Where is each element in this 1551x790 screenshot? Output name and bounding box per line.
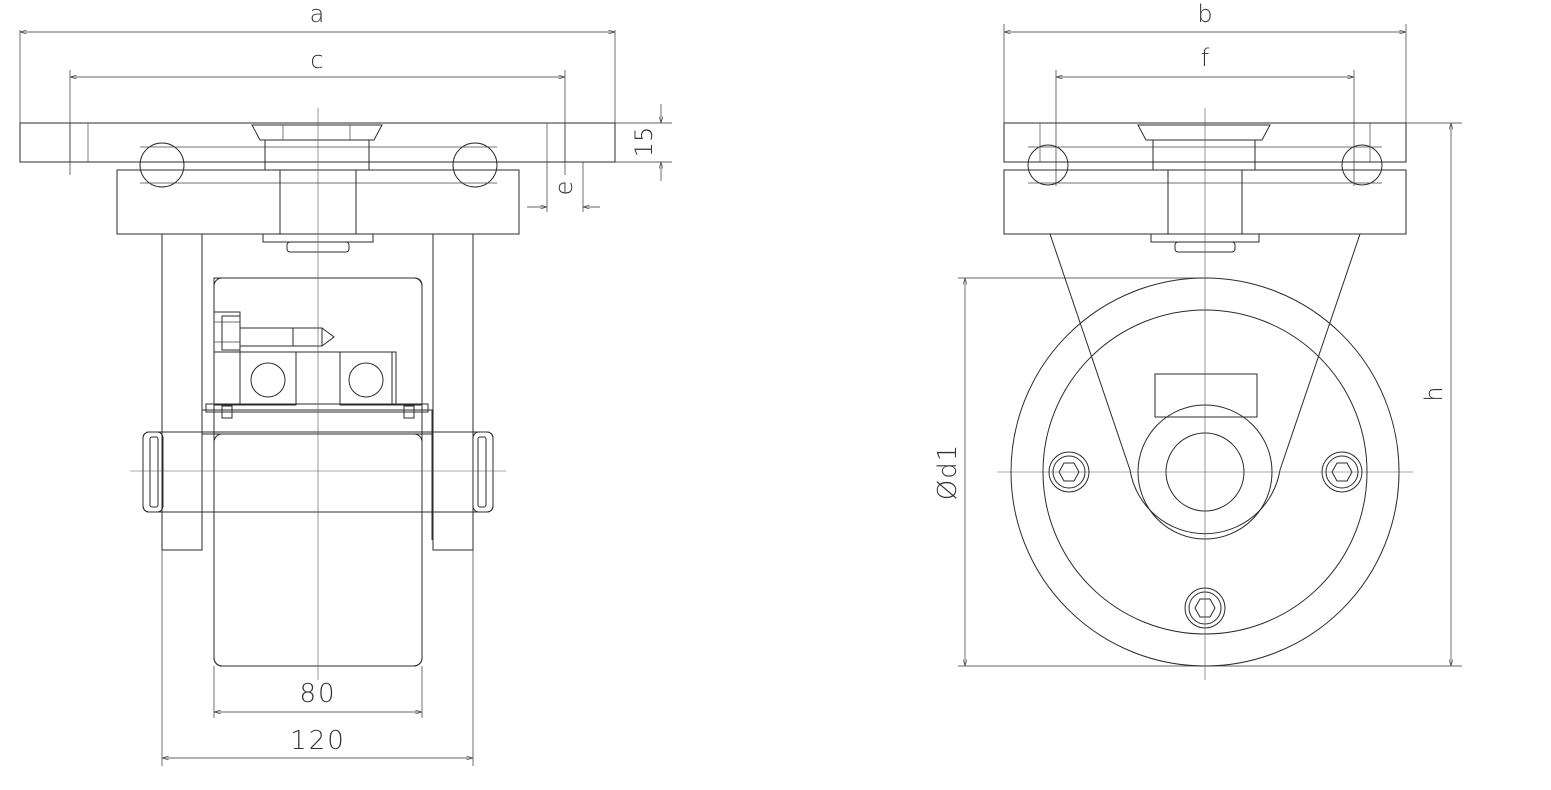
race-ball-right: [452, 142, 498, 188]
dim-e-label: e: [550, 181, 578, 196]
front-race-ball-right: [1341, 144, 1383, 186]
label-plate: [1154, 373, 1258, 418]
dim-f-label: f: [1201, 44, 1210, 72]
dim-120-label: 120: [290, 726, 346, 756]
dim-80-label: 80: [299, 679, 336, 709]
race-ball-left: [139, 142, 185, 188]
front-race-ball-left: [1027, 144, 1069, 186]
side-section-view: a c 15 e 80 120: [19, 0, 672, 766]
fork-leg-right: [432, 233, 474, 551]
bearing-left: [239, 351, 297, 406]
fork-leg-left: [161, 233, 203, 551]
fork-plate: [1049, 233, 1361, 535]
hub-section: [201, 409, 433, 435]
dim-d1-label: Ød1: [933, 444, 963, 501]
dim-h-label: h: [1420, 386, 1448, 401]
dim-b-label: b: [1197, 0, 1212, 28]
dim-c-label: c: [310, 46, 323, 74]
top-plate: [19, 122, 616, 163]
dim-a-label: a: [310, 0, 325, 28]
front-view: b f h Ød1: [933, 0, 1462, 680]
countersink-head: [251, 124, 383, 141]
bearing-right: [339, 351, 397, 406]
dim-15-label: 15: [630, 127, 658, 158]
